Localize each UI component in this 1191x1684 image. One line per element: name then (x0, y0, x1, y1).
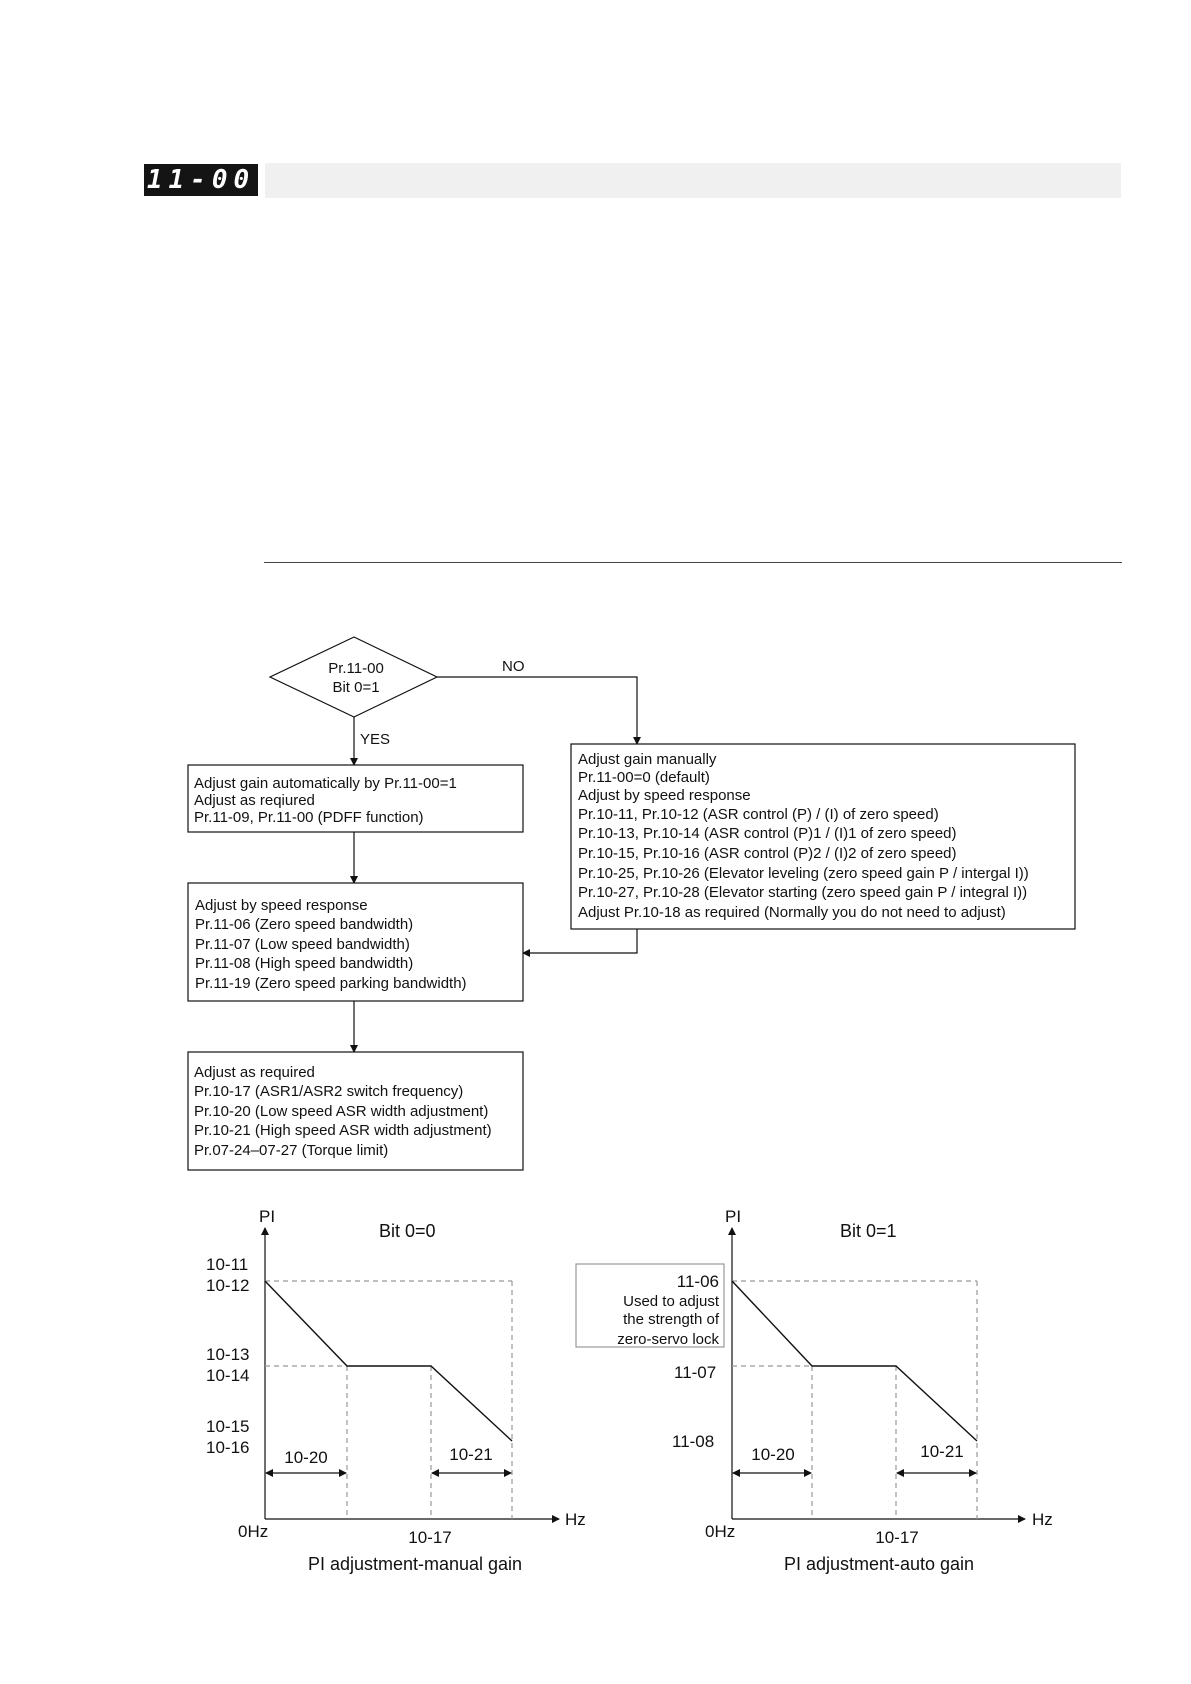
yes-label: YES (360, 731, 390, 748)
switch-frequency-label: 10-17 (875, 1528, 918, 1547)
auto-box-line: Adjust gain automatically by Pr.11-00=1 (194, 775, 457, 792)
no-label: NO (502, 658, 525, 675)
decision-line-2: Bit 0=1 (332, 679, 379, 696)
note-line: zero-servo lock (617, 1331, 719, 1348)
flowchart: Pr.11-00 Bit 0=1 NO YES Adjust gain auto… (187, 636, 1076, 1171)
x-axis-label: Hz (1032, 1510, 1053, 1529)
switch-frequency-label: 10-17 (408, 1528, 451, 1547)
note-line: Used to adjust (623, 1293, 720, 1310)
section-divider (264, 562, 1122, 563)
no-connector (437, 676, 641, 745)
parameter-title-bar (265, 163, 1121, 198)
speed-response-box (187, 882, 524, 1002)
level-mid-label: 10-13 (206, 1345, 249, 1364)
level-mid-label: 10-14 (206, 1366, 249, 1385)
graph-caption: PI adjustment-manual gain (308, 1554, 522, 1574)
auto-gain-box (187, 764, 524, 833)
manual-box-line: Pr.10-25, Pr.10-26 (Elevator leveling (z… (578, 865, 1029, 882)
speed-box-line: Pr.11-19 (Zero speed parking bandwidth) (195, 975, 467, 992)
width-low-label: 10-20 (284, 1448, 327, 1467)
level-mid-label: 11-07 (674, 1363, 716, 1382)
adjust-required-box (187, 1051, 524, 1171)
origin-label: 0Hz (705, 1522, 735, 1541)
required-box-line: Pr.10-21 (High speed ASR width adjustmen… (194, 1122, 492, 1139)
manual-box-line: Pr.10-11, Pr.10-12 (ASR control (P) / (I… (578, 806, 939, 823)
speed-box-line: Pr.11-06 (Zero speed bandwidth) (195, 916, 413, 933)
speed-box-line: Pr.11-08 (High speed bandwidth) (195, 955, 413, 972)
level-high-label: 10-12 (206, 1276, 249, 1295)
manual-gain-box (570, 743, 1076, 930)
manual-box-line: Adjust by speed response (578, 787, 751, 804)
note-line: the strength of (623, 1311, 720, 1328)
level-low-label: 10-16 (206, 1438, 249, 1457)
guide-lines (265, 1280, 513, 1519)
width-low-label: 10-20 (751, 1445, 794, 1464)
speed-box-line: Adjust by speed response (195, 897, 368, 914)
width-high-label: 10-21 (920, 1442, 963, 1461)
level-low-label: 10-15 (206, 1417, 249, 1436)
bit-label: Bit 0=1 (840, 1221, 897, 1241)
manual-box-line: Pr.10-27, Pr.10-28 (Elevator starting (z… (578, 884, 1027, 901)
bit-label: Bit 0=0 (379, 1221, 436, 1241)
manual-box-line: Pr.10-15, Pr.10-16 (ASR control (P)2 / (… (578, 845, 957, 862)
parameter-code-badge: 11-00 (144, 164, 258, 196)
manual-box-line: Adjust Pr.10-18 as required (Normally yo… (578, 904, 1006, 921)
auto-box-line: Adjust as reqiured (194, 792, 315, 809)
x-axis-label: Hz (565, 1510, 586, 1529)
origin-label: 0Hz (238, 1522, 268, 1541)
y-axis-label: PI (259, 1207, 275, 1226)
graph-caption: PI adjustment-auto gain (784, 1554, 974, 1574)
pi-curve (264, 1280, 513, 1442)
decision-diamond (268, 636, 439, 718)
speed-box-line: Pr.11-07 (Low speed bandwidth) (195, 936, 410, 953)
manual-box-line: Pr.11-00=0 (default) (578, 769, 710, 786)
decision-line-1: Pr.11-00 (328, 660, 384, 677)
level-low-label: 11-08 (672, 1432, 714, 1451)
auto-box-line: Pr.11-09, Pr.11-00 (PDFF function) (194, 809, 424, 826)
manual-box-line: Adjust gain manually (578, 751, 717, 768)
required-box-line: Pr.07-24–07-27 (Torque limit) (194, 1142, 388, 1159)
zero-servo-note-box (575, 1263, 725, 1348)
required-box-line: Pr.10-17 (ASR1/ASR2 switch frequency) (194, 1083, 463, 1100)
note-line: 11-06 (677, 1272, 719, 1291)
graph-manual-gain: PI Hz Bit 0=0 10-11 10-12 10-13 10-14 10… (206, 1207, 586, 1574)
required-box-line: Adjust as required (194, 1064, 315, 1081)
required-box-line: Pr.10-20 (Low speed ASR width adjustment… (194, 1103, 488, 1120)
graph-auto-gain: PI Hz Bit 0=1 11-06 Used to adjust the s… (575, 1207, 1053, 1574)
parameter-code: 11-00 (146, 165, 256, 195)
pi-curve (731, 1280, 978, 1442)
guide-lines (732, 1280, 978, 1519)
y-axis-label: PI (725, 1207, 741, 1226)
width-high-label: 10-21 (449, 1445, 492, 1464)
manual-to-speed-connector (522, 929, 638, 957)
manual-box-line: Pr.10-13, Pr.10-14 (ASR control (P)1 / (… (578, 825, 957, 842)
level-high-label: 10-11 (206, 1255, 248, 1274)
